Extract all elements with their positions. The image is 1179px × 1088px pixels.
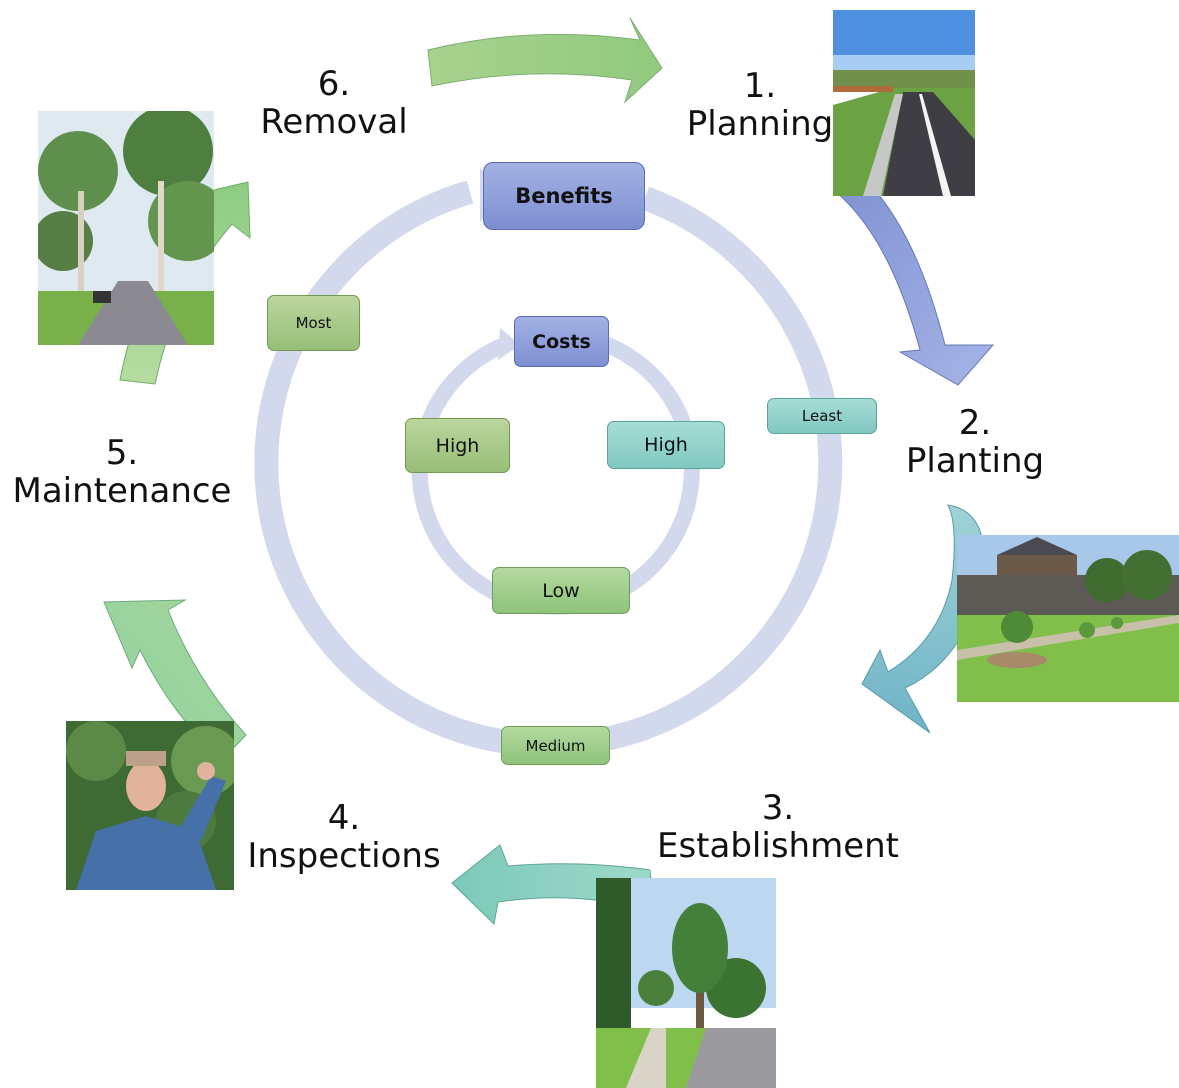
stage-name: Establishment: [656, 826, 900, 866]
stage-number: 6.: [317, 64, 351, 104]
stage-label-planting: 2. Planting: [895, 404, 1055, 480]
costs-title: Costs: [514, 316, 609, 367]
stage-number: 5.: [105, 433, 139, 473]
cost-level-low: Low: [492, 567, 630, 614]
benefits-title: Benefits: [483, 162, 645, 230]
stage-label-inspections: 4. Inspections: [240, 799, 448, 875]
arrow-planning-to-planting: [835, 171, 995, 386]
young-tree-photo-icon: [596, 878, 776, 1088]
stage-label-maintenance: 5. Maintenance: [4, 434, 240, 510]
stage-label-removal: 6. Removal: [254, 65, 414, 141]
benefit-level-least: Least: [767, 398, 877, 434]
stage-label-planning: 1. Planning: [680, 67, 840, 143]
stage-name: Removal: [260, 102, 408, 142]
arrow-removal-to-planning: [427, 17, 663, 104]
stage-name: Inspections: [247, 836, 441, 876]
stage-number: 2.: [958, 403, 992, 443]
stage-name: Planting: [905, 441, 1045, 481]
mature-gum-trees-photo-icon: [38, 111, 214, 345]
road-photo-icon: [833, 10, 975, 196]
stage-label-establishment: 3. Establishment: [648, 789, 908, 865]
costs-ring-arrowhead: [498, 328, 520, 360]
cost-level-high-right: High: [607, 421, 725, 469]
benefits-cycle-ring: [254, 180, 843, 757]
cost-level-high-left: High: [405, 418, 510, 473]
benefit-level-medium: Medium: [501, 726, 610, 765]
stage-name: Maintenance: [12, 471, 232, 511]
stage-number: 4.: [327, 798, 361, 838]
arborist-inspection-photo-icon: [66, 721, 234, 890]
stage-number: 1.: [743, 66, 777, 106]
benefit-level-most: Most: [267, 295, 360, 351]
stage-number: 3.: [761, 788, 795, 828]
planted-saplings-photo-icon: [957, 535, 1179, 702]
stage-name: Planning: [686, 104, 834, 144]
